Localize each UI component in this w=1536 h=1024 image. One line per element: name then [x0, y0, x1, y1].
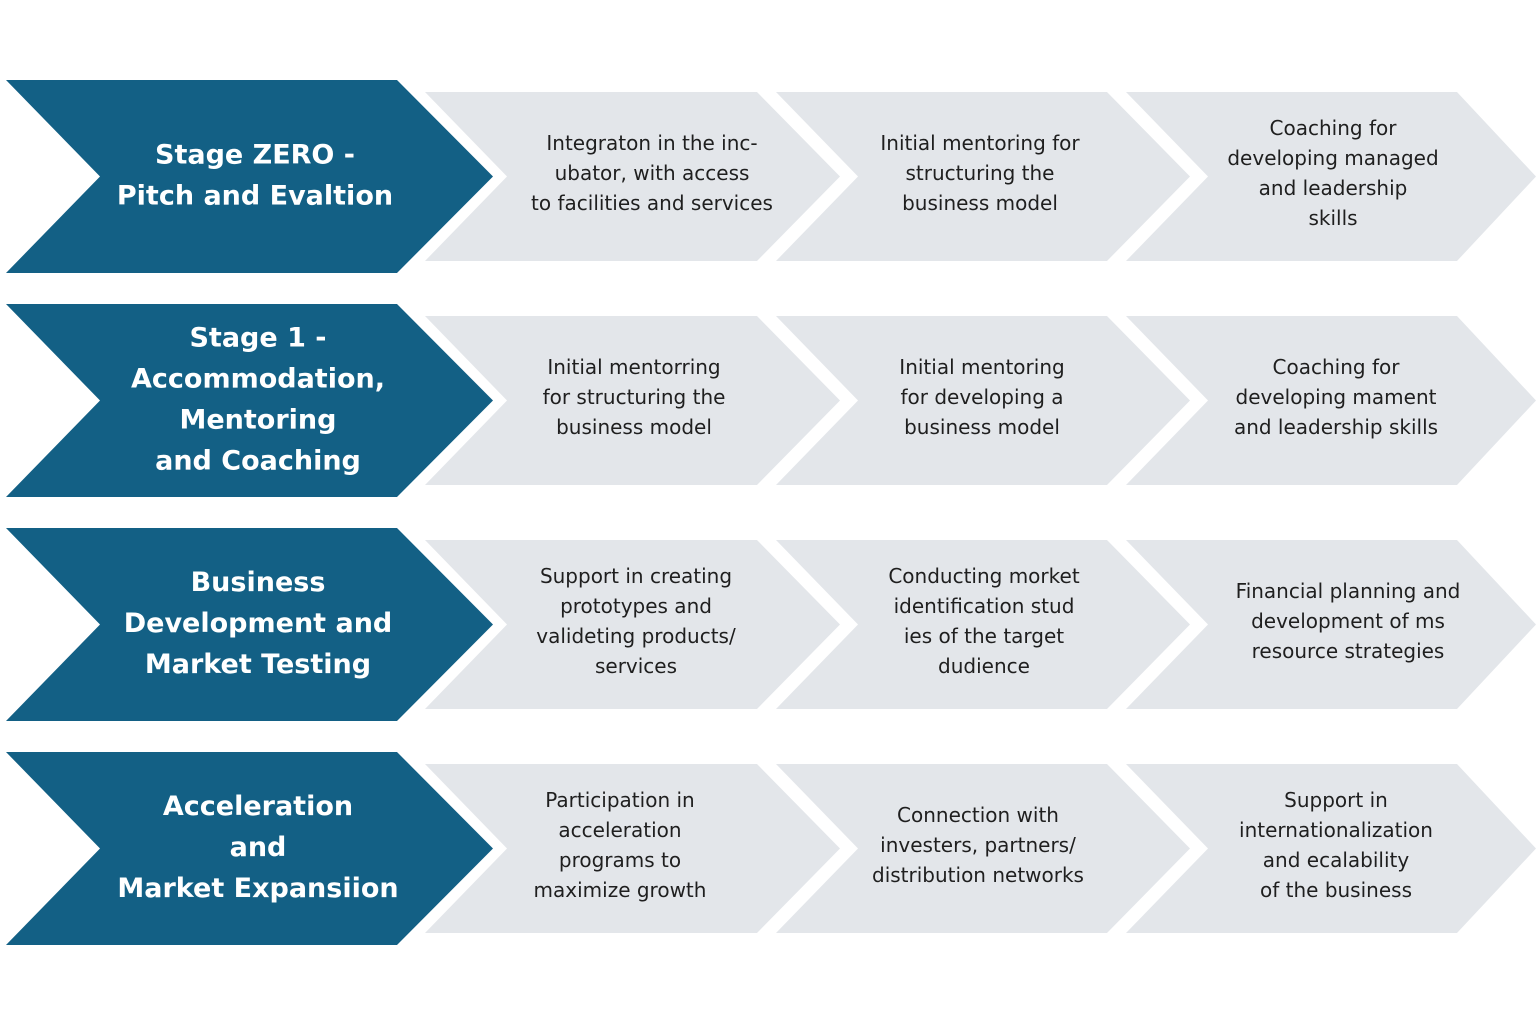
step-3-1: Support in creating prototypes and validеt… — [425, 540, 840, 709]
step-1-3-text-line-2: developing managed — [1227, 146, 1438, 170]
stage-4-title-line-1: Acceleration — [163, 791, 353, 822]
stage-chevron — [6, 752, 493, 945]
step-1-1: Integraton in the inc-ubator, with acces… — [425, 92, 840, 261]
stage-chevron — [6, 304, 493, 497]
step-3-3-text-line-2: development of ms — [1251, 609, 1445, 633]
step-4-3-text-line-3: and ecalability — [1263, 848, 1410, 872]
step-2-1-text-line-3: business model — [556, 415, 712, 439]
step-2-3-text-line-1: Coaching for — [1273, 355, 1401, 379]
stage-4-title-line-2: and — [230, 832, 287, 863]
step-2-1-text-line-1: Initial mentorring — [547, 355, 720, 379]
step-chevron — [425, 92, 840, 261]
step-1-2-text-line-3: business model — [902, 191, 1058, 215]
step-1-2-text-line-2: structuring the — [905, 161, 1054, 185]
step-chevron — [776, 540, 1190, 709]
step-1-1-text-line-3: to facilities and services — [531, 191, 773, 215]
step-chevron — [776, 316, 1190, 485]
stage-1-block: Stage ZERO - Pitch and Evaltion — [6, 80, 493, 273]
stage-row-2: Stage 1 - Accommodation, Mentoring and Coac… — [6, 304, 1536, 497]
stage-4-title-line-3: Market Expansiion — [117, 873, 398, 904]
stage-2-title-line-2: Accommodation, — [131, 364, 385, 395]
step-1-1-text-line-1: Integraton in the inc- — [546, 131, 757, 155]
step-4-2-text-line-2: investers, partners/ — [880, 833, 1076, 857]
step-1-3-text-line-4: skills — [1308, 206, 1357, 230]
step-chevron — [776, 92, 1190, 261]
step-chevron — [1126, 540, 1536, 709]
step-1-2: Initial mentoring for structuring the busi… — [776, 92, 1190, 261]
step-3-3-text-line-3: resource strategies — [1252, 639, 1445, 663]
step-3-3-text-line-1: Financial planning and — [1236, 579, 1461, 603]
step-1-1-text-line-2: ubator, with access — [555, 161, 750, 185]
step-3-2-text-line-4: dudience — [938, 654, 1030, 678]
step-4-3: Support in internationalization and ecalab… — [1126, 764, 1536, 933]
step-4-1-text-line-1: Participation in — [545, 788, 694, 812]
stage-row-1: Stage ZERO - Pitch and Evaltion Integraton… — [6, 80, 1536, 273]
step-4-1: Participation in acceleration programs to m… — [425, 764, 840, 933]
step-3-1-text-line-4: services — [595, 654, 677, 678]
step-3-3: Financial planning and development of ms r… — [1126, 540, 1536, 709]
step-3-1-text-line-2: prototypes and — [560, 594, 712, 618]
stage-2-title-line-4: and Coaching — [155, 446, 361, 477]
step-2-3-text-line-3: and leadership skills — [1234, 415, 1438, 439]
step-2-3: Coaching for developing mament and leaders… — [1126, 316, 1536, 485]
step-chevron — [1126, 764, 1536, 933]
step-chevron — [1126, 316, 1536, 485]
step-4-1-text-line-3: programs to — [559, 848, 681, 872]
stage-1-title-line-1: Stage ZERO - — [155, 140, 355, 171]
step-1-3-text-line-3: and leadership — [1259, 176, 1408, 200]
stage-2-title-line-1: Stage 1 - — [189, 323, 326, 354]
step-4-1-text-line-2: acceleration — [558, 818, 681, 842]
step-3-2-text-line-3: ies of the target — [904, 624, 1064, 648]
stage-3-title-line-3: Market Testing — [145, 649, 371, 680]
step-2-1: Initial mentorring for structuring the bus… — [425, 316, 840, 485]
stage-3-title-line-1: Business — [191, 567, 326, 598]
step-chevron — [776, 764, 1190, 933]
step-4-1-text-line-4: maximize growth — [534, 878, 707, 902]
stage-chevron — [6, 80, 493, 273]
step-1-3: Coaching for developing managed and leader… — [1126, 92, 1536, 261]
step-4-3-text-line-1: Support in — [1284, 788, 1388, 812]
step-2-2-text-line-1: Initial mentoring — [899, 355, 1064, 379]
step-2-3-text-line-2: developing mament — [1236, 385, 1437, 409]
step-3-1-text-line-1: Support in creating — [540, 564, 732, 588]
step-1-3-text-line-1: Coaching for — [1270, 116, 1398, 140]
stage-1-title-line-2: Pitch and Evaltion — [117, 181, 393, 212]
stage-2-block: Stage 1 - Accommodation, Mentoring and Coac… — [6, 304, 493, 497]
step-2-2-text-line-2: for developing a — [900, 385, 1063, 409]
stage-chevron — [6, 528, 493, 721]
step-4-2: Connection with investers, partners/distr… — [776, 764, 1190, 933]
step-2-2-text-line-3: business model — [904, 415, 1060, 439]
stage-2-title-line-3: Mentoring — [180, 405, 337, 436]
step-4-2-text-line-3: distribution networks — [872, 863, 1084, 887]
step-chevron — [425, 316, 840, 485]
step-3-2-text-line-2: identification stud — [894, 594, 1075, 618]
step-3-2-text-line-1: Conducting morket — [888, 564, 1079, 588]
step-4-2-text-line-1: Connection with — [897, 803, 1059, 827]
stage-3-title-line-2: Development and — [124, 608, 393, 639]
step-2-1-text-line-2: for structuring the — [543, 385, 726, 409]
step-2-2: Initial mentoring for developing a busines… — [776, 316, 1190, 485]
step-1-2-text-line-1: Initial mentoring for — [880, 131, 1080, 155]
step-4-3-text-line-4: of the business — [1260, 878, 1412, 902]
step-3-1-text-line-3: validеting products/ — [536, 624, 736, 648]
step-chevron — [425, 540, 840, 709]
step-chevron — [1126, 92, 1536, 261]
step-4-3-text-line-2: internationalization — [1239, 818, 1433, 842]
step-3-2: Conducting morket identification stud ies … — [776, 540, 1190, 709]
step-chevron — [425, 764, 840, 933]
